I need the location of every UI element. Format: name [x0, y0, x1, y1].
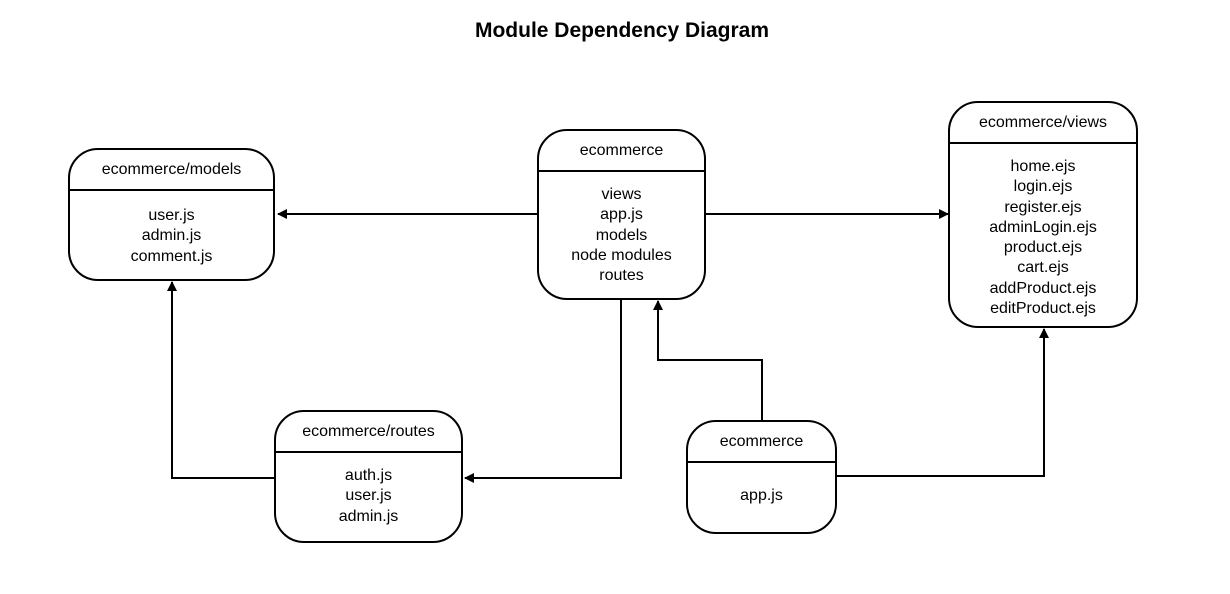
file-item: adminLogin.ejs — [989, 218, 1097, 236]
file-item: admin.js — [141, 227, 202, 245]
node-ecommerce-models: ecommerce/models user.js admin.js commen… — [68, 148, 275, 281]
file-item: app.js — [740, 487, 783, 504]
node-header: ecommerce/routes — [276, 412, 461, 453]
file-item: routes — [599, 267, 644, 285]
file-item: models — [595, 226, 648, 244]
edge-app-to-views — [836, 328, 1049, 477]
node-body: user.js admin.js comment.js — [70, 191, 273, 267]
node-body: app.js — [688, 463, 835, 506]
node-ecommerce-views: ecommerce/views home.ejs login.ejs regis… — [948, 101, 1138, 328]
edge-ecommerce-to-routes — [464, 299, 622, 483]
file-item: admin.js — [338, 507, 399, 525]
node-header: ecommerce — [688, 422, 835, 463]
diagram-title: Module Dependency Diagram — [474, 19, 770, 42]
file-item: editProduct.ejs — [990, 300, 1096, 318]
file-item: comment.js — [130, 247, 213, 265]
node-body: views app.js models node modules routes — [539, 172, 704, 286]
edge-routes-to-models — [167, 281, 275, 479]
node-ecommerce-root: ecommerce views app.js models node modul… — [537, 129, 706, 300]
file-item: app.js — [600, 206, 643, 224]
node-header: ecommerce/views — [950, 103, 1136, 144]
file-item: node modules — [571, 246, 672, 264]
node-body: home.ejs login.ejs register.ejs adminLog… — [950, 144, 1136, 319]
node-ecommerce-app: ecommerce app.js — [686, 420, 837, 534]
file-item: auth.js — [344, 467, 393, 484]
file-item: views — [601, 186, 642, 203]
file-item: user.js — [148, 207, 195, 224]
file-item: product.ejs — [1003, 239, 1083, 257]
file-item: home.ejs — [1010, 158, 1076, 175]
file-item: login.ejs — [1013, 178, 1073, 196]
file-item: cart.ejs — [1017, 259, 1069, 277]
file-item: register.ejs — [1004, 198, 1082, 216]
edge-app-to-ecommerce — [653, 300, 763, 420]
node-header: ecommerce — [539, 131, 704, 172]
file-item: addProduct.ejs — [989, 279, 1097, 297]
node-body: auth.js user.js admin.js — [276, 453, 461, 527]
node-ecommerce-routes: ecommerce/routes auth.js user.js admin.j… — [274, 410, 463, 543]
node-header: ecommerce/models — [70, 150, 273, 191]
file-item: user.js — [345, 487, 392, 505]
